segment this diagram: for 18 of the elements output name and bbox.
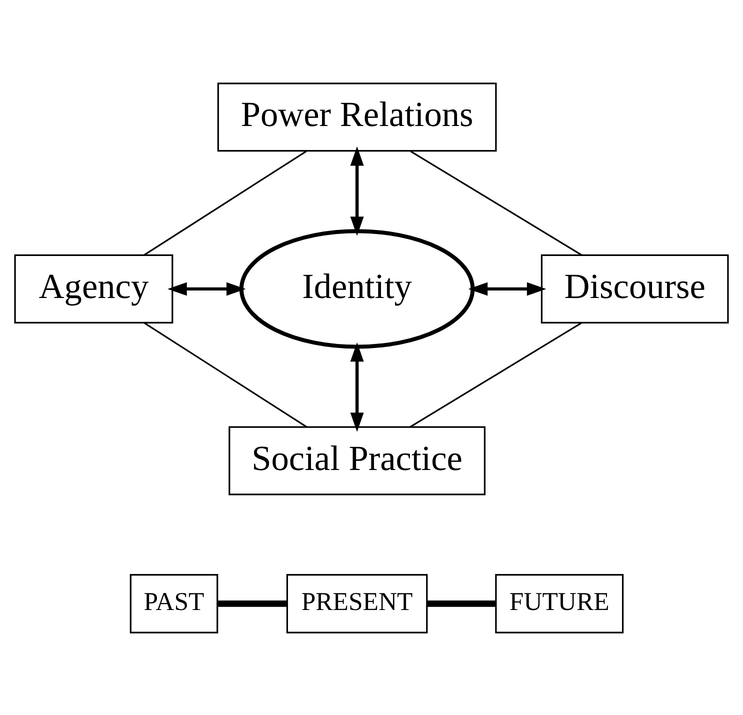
arrow — [468, 282, 546, 296]
arrow — [350, 146, 364, 236]
node-box: Discourse — [540, 254, 729, 323]
node-box: Power Relations — [217, 82, 497, 152]
node-box: PRESENT — [286, 573, 428, 633]
connector — [218, 600, 287, 606]
connector — [427, 600, 496, 606]
connector — [144, 322, 308, 428]
node-box: Agency — [14, 254, 174, 323]
connector — [410, 150, 582, 256]
node-box: PAST — [130, 573, 218, 633]
arrow — [168, 282, 246, 296]
node-box: FUTURE — [495, 573, 624, 633]
node-box: Social Practice — [228, 426, 486, 495]
connector — [410, 322, 582, 428]
arrow — [350, 342, 364, 432]
node-ellipse: Identity — [239, 228, 475, 348]
connector — [143, 150, 307, 256]
